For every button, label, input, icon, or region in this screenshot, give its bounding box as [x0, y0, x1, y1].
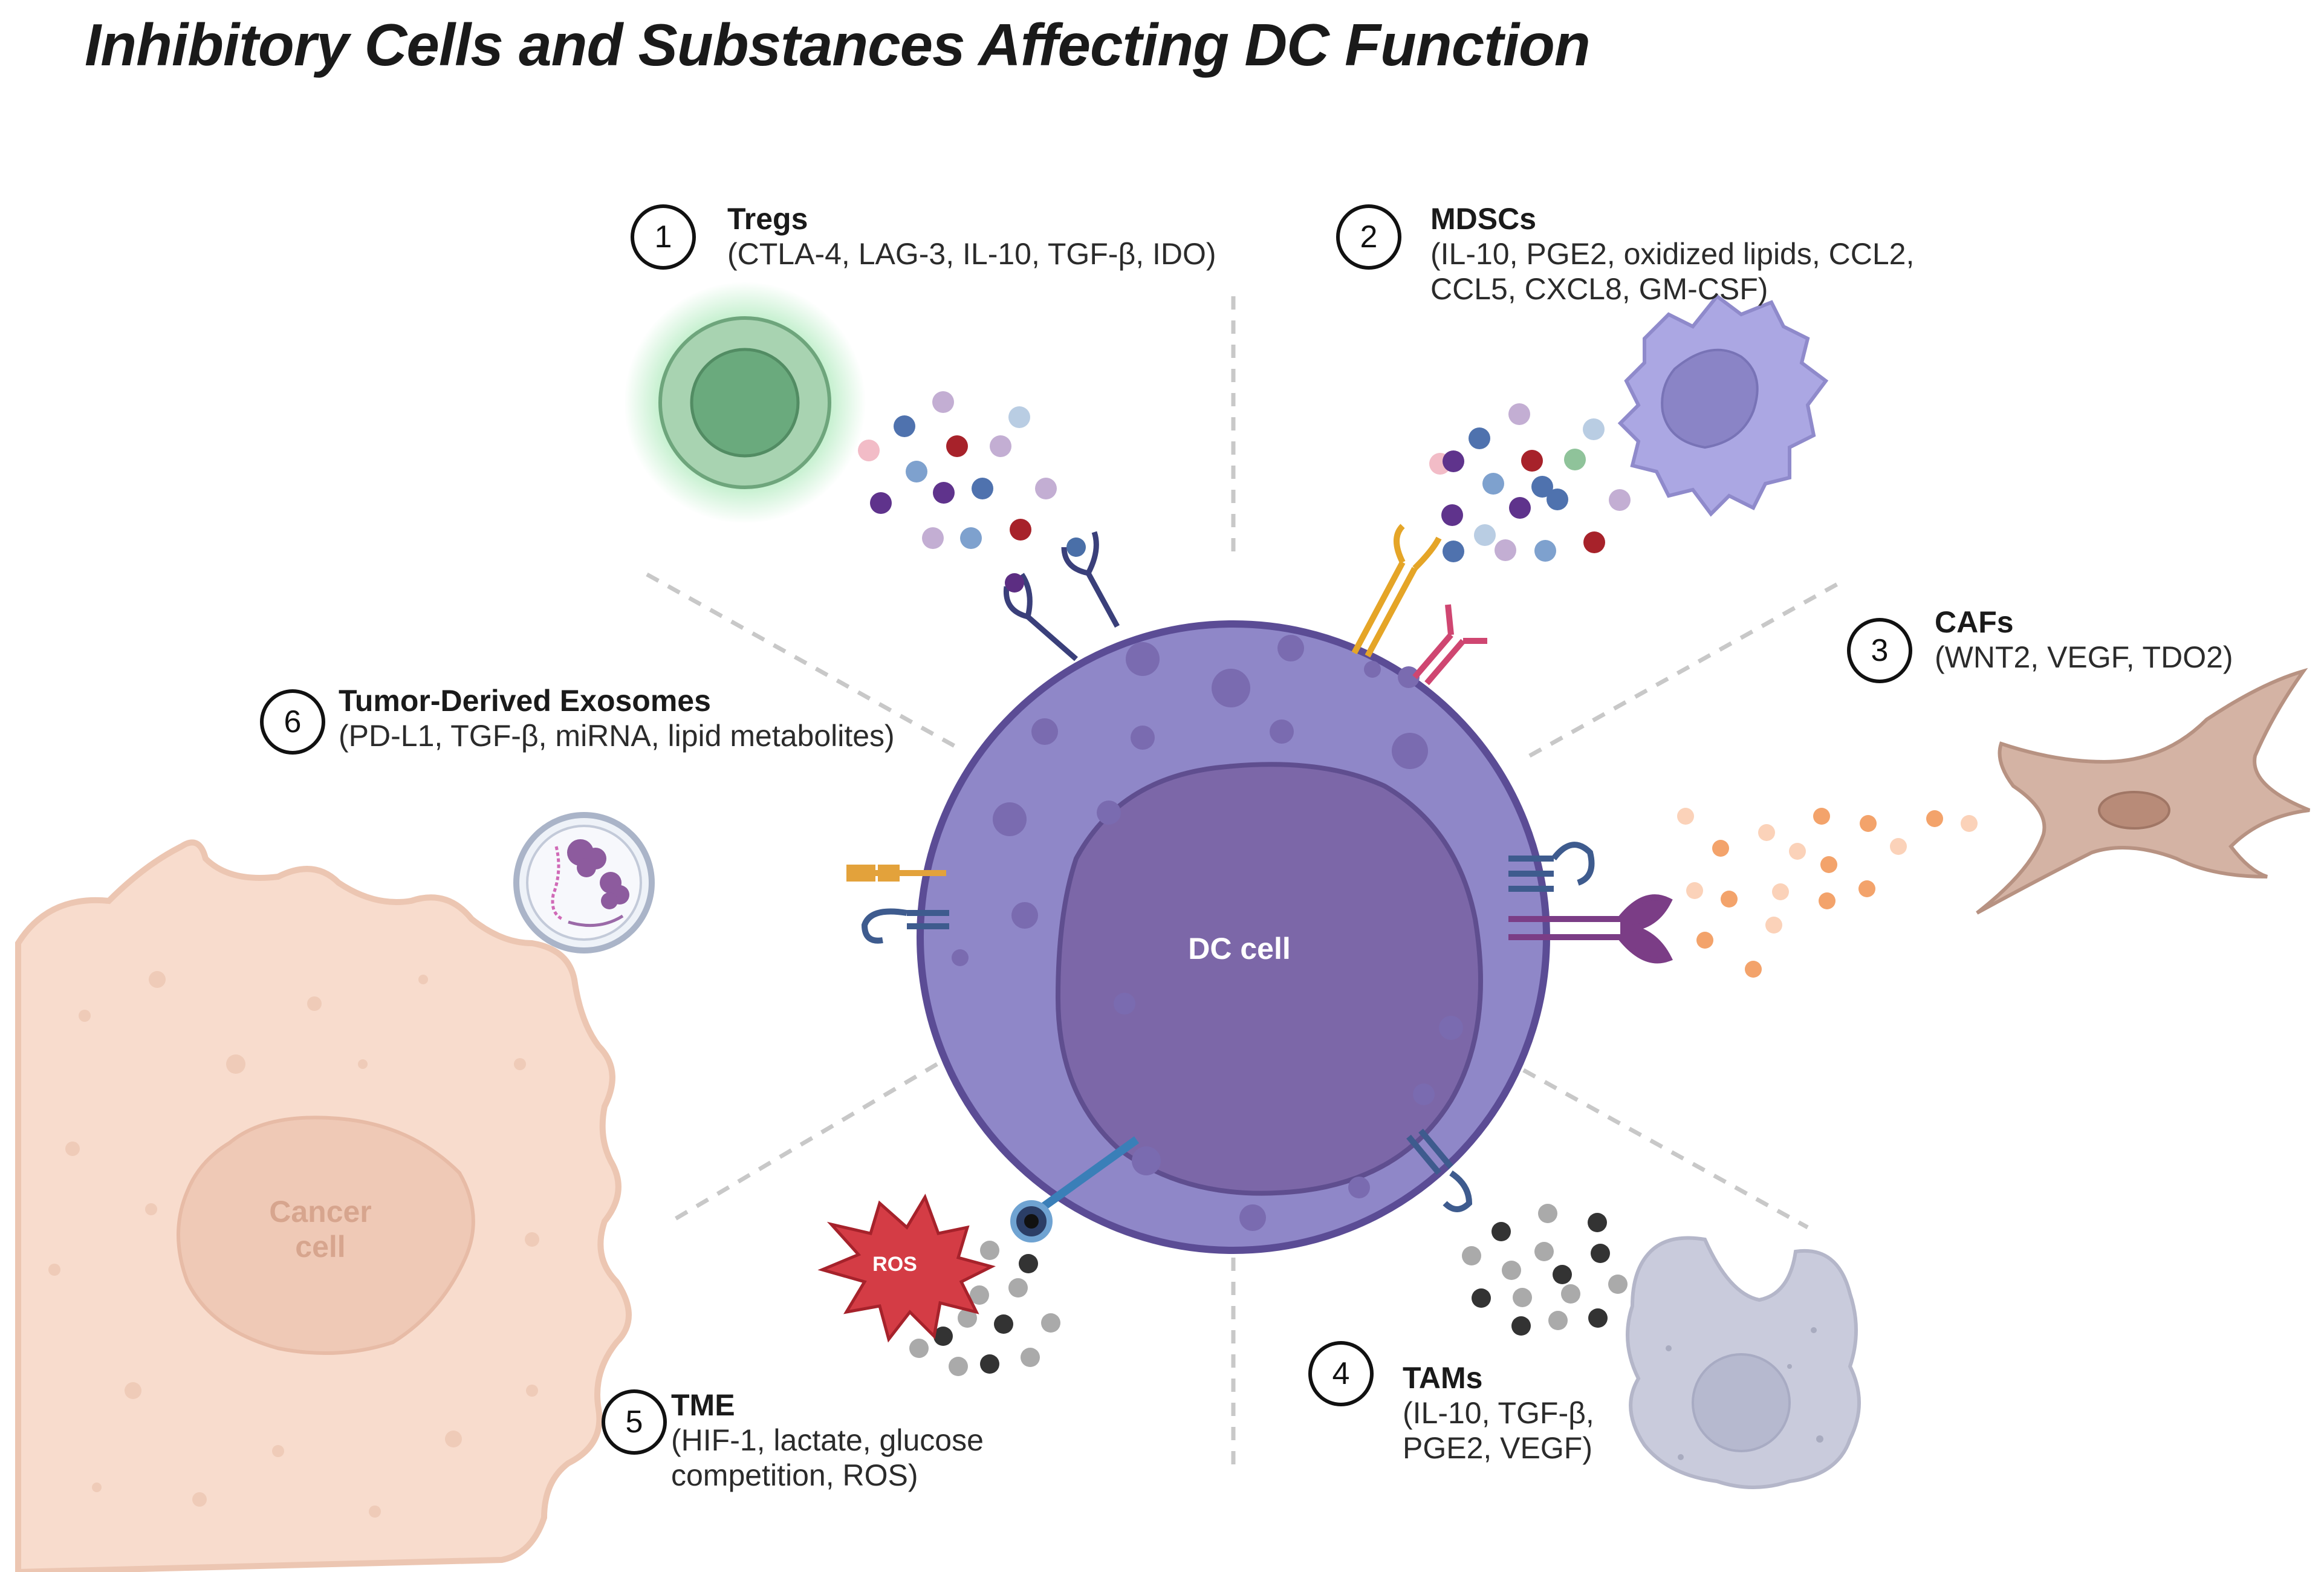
receptor-bottom-blue — [1010, 1136, 1140, 1242]
group-3-details: (WNT2, VEGF, TDO2) — [1935, 640, 2233, 674]
tam-cell — [1626, 1236, 1861, 1489]
mdsc-cytokines — [1429, 403, 1631, 562]
receptor-mdsc-pink — [1412, 604, 1487, 686]
group-4-details-1: (IL-10, TGF-β, — [1403, 1396, 1594, 1430]
receptor-bottom-right — [1406, 1128, 1473, 1212]
group-3-name: CAFs — [1935, 605, 2014, 639]
treg-cell — [624, 282, 866, 524]
group-4-label: TAMs (IL-10, TGF-β, PGE2, VEGF) — [1403, 1360, 1594, 1466]
treg-cytokines — [858, 391, 1057, 549]
group-5-label: TME (HIF-1, lactate, glucose competition… — [671, 1388, 984, 1493]
group-6-name: Tumor-Derived Exosomes — [339, 684, 711, 718]
group-1-name: Tregs — [727, 202, 808, 236]
group-4-name: TAMs — [1403, 1361, 1483, 1395]
receptor-treg-1 — [1003, 573, 1078, 661]
caf-secretions — [1677, 808, 1978, 978]
receptor-treg-2 — [1061, 531, 1120, 628]
cancer-cell-label: Cancer cell — [269, 1195, 372, 1264]
group-6-label: Tumor-Derived Exosomes (PD-L1, TGF-β, mi… — [339, 683, 895, 753]
receptor-left-blue — [861, 908, 949, 944]
figure-title: Inhibitory Cells and Substances Affectin… — [85, 11, 1591, 78]
ros-burst — [817, 1194, 996, 1343]
group-2-label: MDSCs (IL-10, PGE2, oxidized lipids, CCL… — [1430, 201, 1914, 307]
receptor-left-orange — [846, 865, 946, 882]
group-2-name: MDSCs — [1430, 202, 1537, 236]
group-1-label: Tregs (CTLA-4, LAG-3, IL-10, TGF-β, IDO) — [727, 201, 1216, 271]
group-2-details-1: (IL-10, PGE2, oxidized lipids, CCL2, — [1430, 237, 1915, 271]
dc-cell-label: DC cell — [1188, 932, 1291, 966]
cancer-cell — [15, 839, 632, 1572]
ros-label: ROS — [872, 1253, 917, 1276]
caf-cell — [1976, 667, 2317, 915]
sector-dividers — [646, 296, 1845, 1469]
group-4-details-2: PGE2, VEGF) — [1403, 1431, 1592, 1465]
group-2-details-2: CCL5, CXCL8, GM-CSF) — [1430, 272, 1768, 306]
group-3-label: CAFs (WNT2, VEGF, TDO2) — [1935, 605, 2233, 675]
group-5-details-2: competition, ROS) — [671, 1458, 918, 1492]
mdsc-cell — [1617, 293, 1829, 517]
exosome — [513, 812, 655, 953]
group-6-number: 6 — [260, 689, 325, 755]
group-1-details: (CTLA-4, LAG-3, IL-10, TGF-β, IDO) — [727, 237, 1216, 271]
receptor-right-purple — [1508, 894, 1673, 964]
receptor-right-blue — [1508, 842, 1595, 892]
group-1-number: 1 — [631, 204, 696, 270]
group-5-name: TME — [671, 1388, 735, 1422]
group-6-details: (PD-L1, TGF-β, miRNA, lipid metabolites) — [339, 719, 895, 753]
group-3-number: 3 — [1847, 618, 1912, 683]
group-5-number: 5 — [602, 1389, 667, 1455]
dc-cell — [917, 620, 1550, 1254]
group-4-number: 4 — [1308, 1341, 1374, 1406]
tam-secretions — [1462, 1204, 1628, 1336]
group-2-number: 2 — [1336, 204, 1401, 270]
group-5-details-1: (HIF-1, lactate, glucose — [671, 1423, 984, 1457]
receptor-mdsc-yellow — [1351, 524, 1442, 658]
